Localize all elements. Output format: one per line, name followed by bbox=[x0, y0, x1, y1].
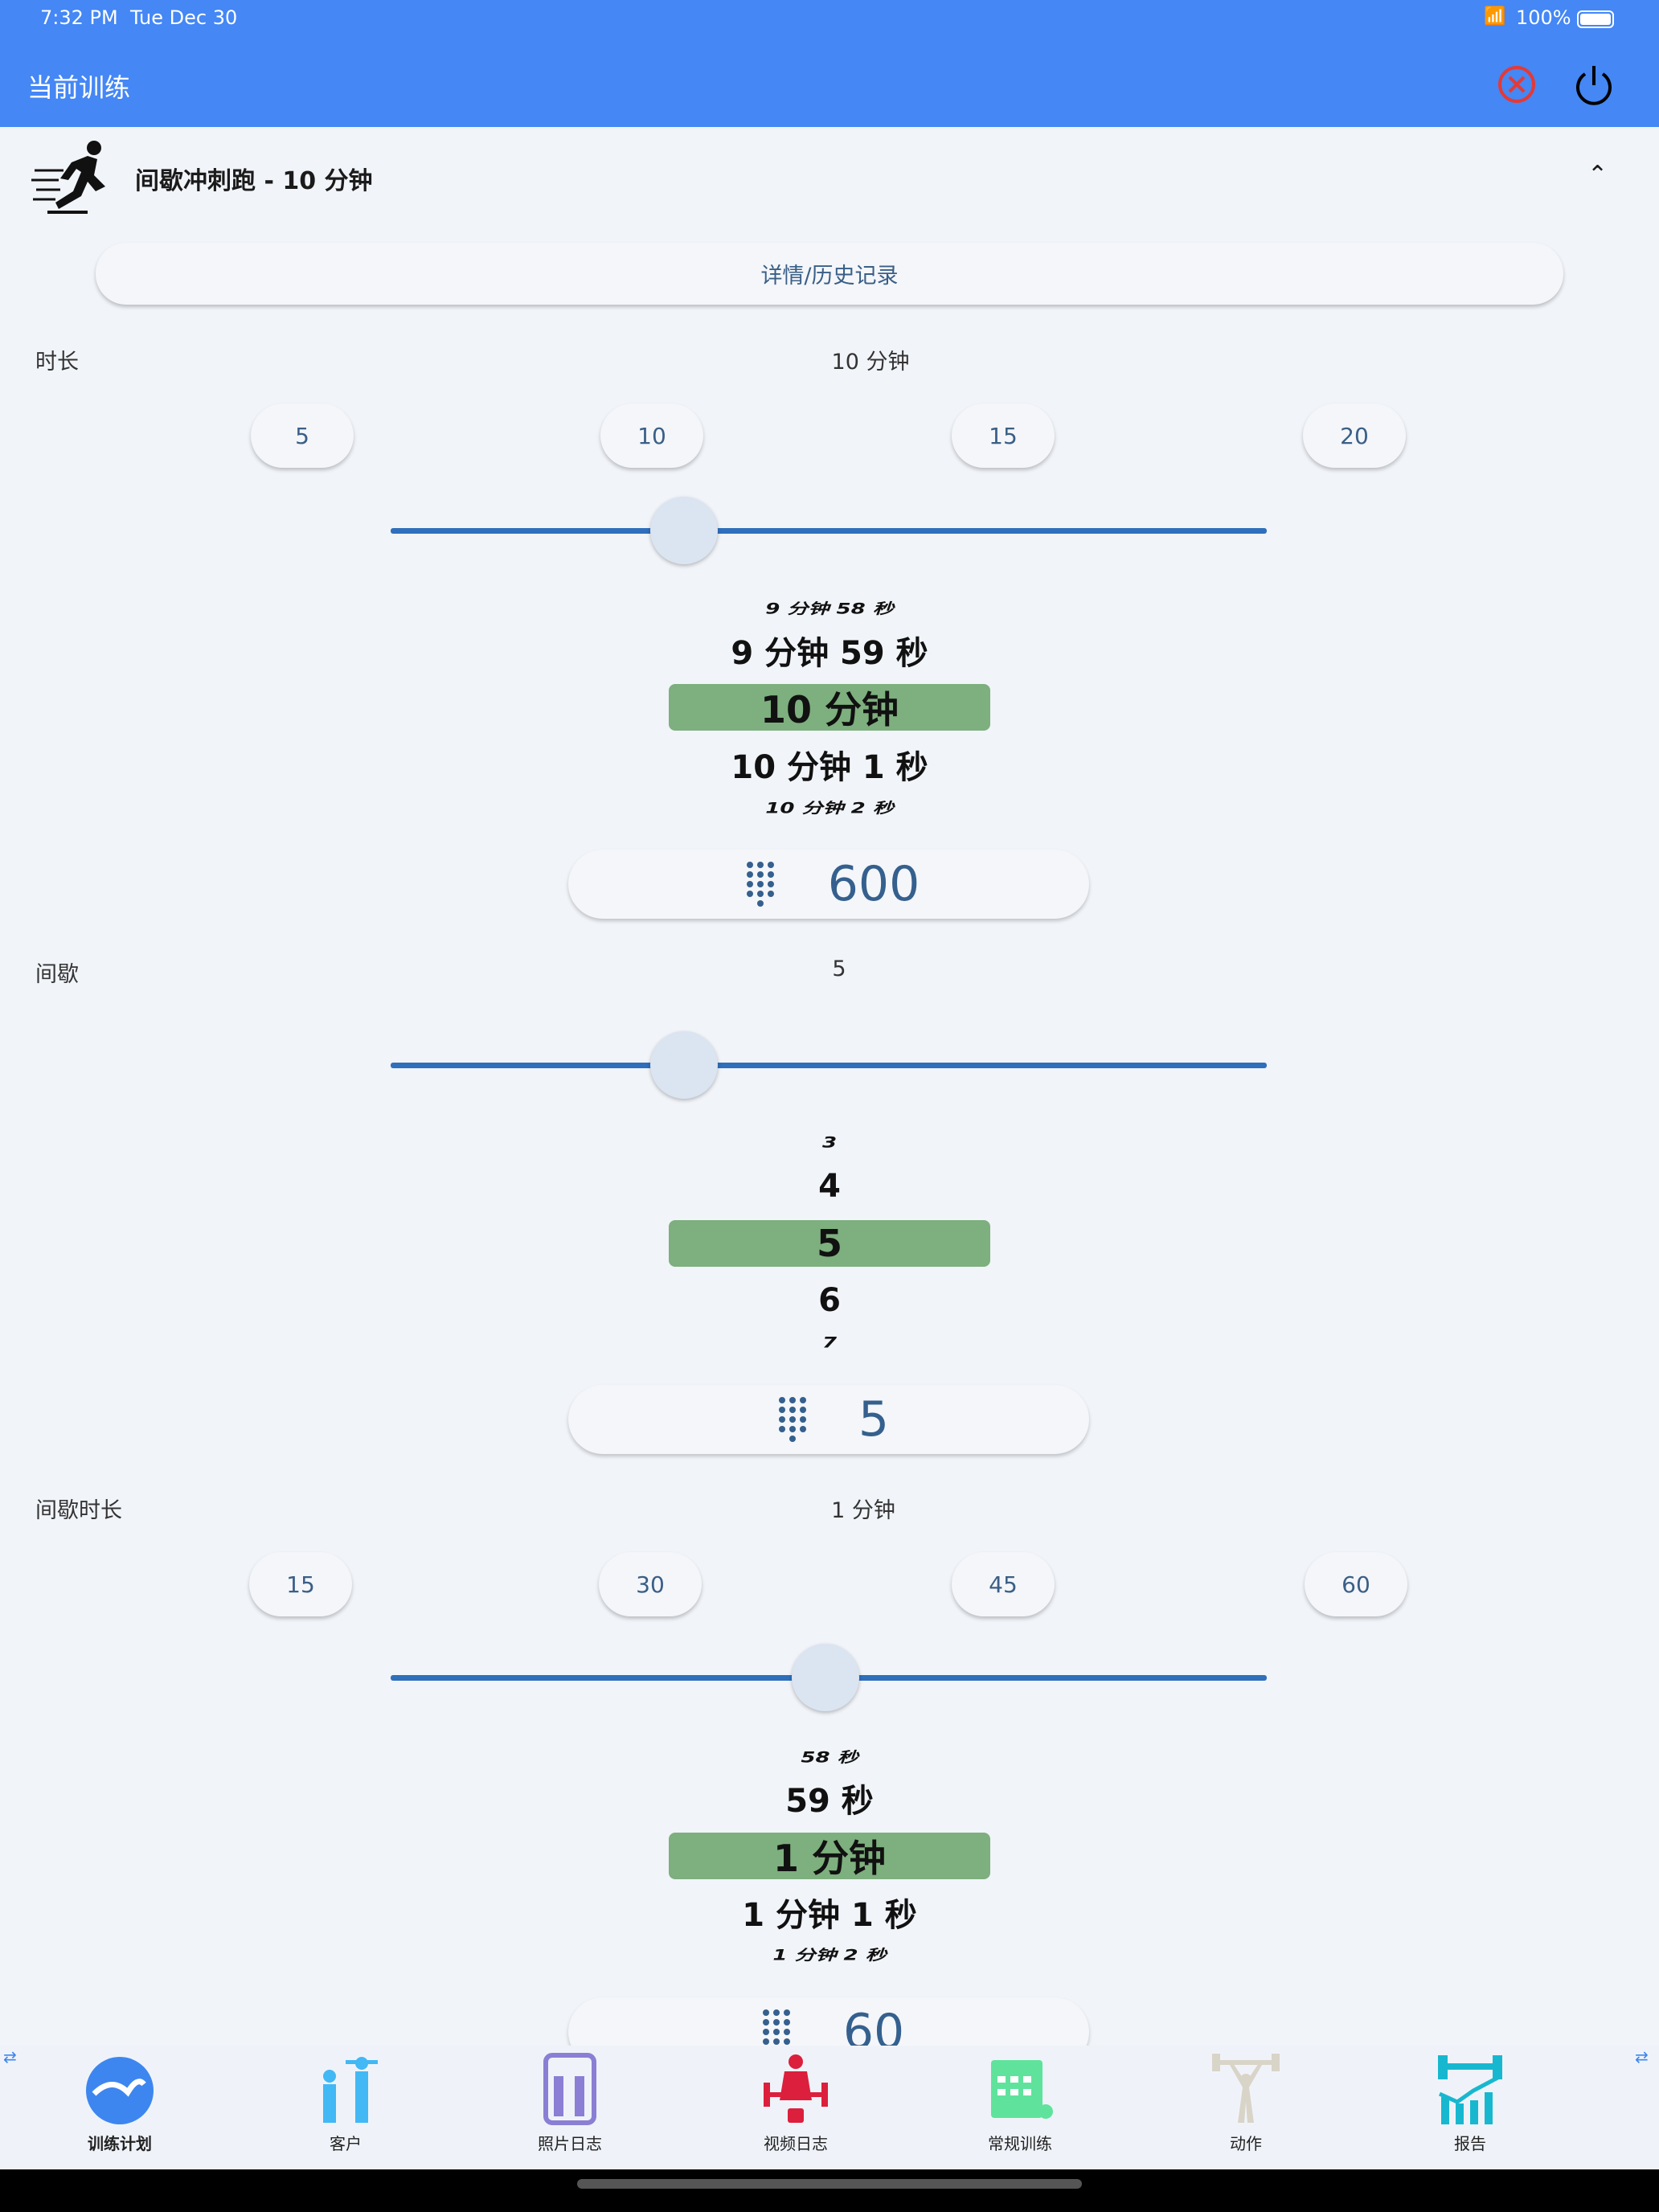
intervals-slider[interactable] bbox=[391, 1063, 1267, 1068]
nav-video-log[interactable]: 视频日志 bbox=[715, 2052, 876, 2154]
intervals-picker-selection bbox=[669, 1220, 990, 1267]
duration-number-input[interactable]: 600 bbox=[568, 850, 1089, 919]
nav-photo-log[interactable]: 照片日志 bbox=[490, 2052, 650, 2154]
nav-training-plan[interactable]: 训练计划 bbox=[39, 2052, 200, 2154]
bottom-navigation: ⇄ ⇄ 训练计划 客户 照片日志 视频日志 常规训练 动作 报告 bbox=[0, 2046, 1659, 2169]
keypad-icon bbox=[747, 862, 775, 907]
duration-chip-15[interactable]: 15 bbox=[952, 403, 1055, 468]
home-indicator[interactable] bbox=[577, 2179, 1082, 2189]
scroll-right-icon[interactable]: ⇄ bbox=[1635, 2047, 1649, 2067]
interval-duration-value: 1 分钟 bbox=[831, 1498, 895, 1523]
picker-item[interactable]: 10 分钟 1 秒 bbox=[731, 749, 928, 786]
duration-slider[interactable] bbox=[391, 528, 1267, 534]
picker-item[interactable]: 6 bbox=[818, 1282, 841, 1319]
duration-slider-thumb[interactable] bbox=[650, 497, 718, 564]
intervals-label: 间歇 bbox=[35, 962, 79, 987]
picker-item[interactable]: 59 秒 bbox=[785, 1783, 874, 1820]
picker-item[interactable]: 1 分钟 2 秒 bbox=[772, 1947, 887, 1964]
intervals-input-value: 5 bbox=[858, 1391, 890, 1448]
picker-item[interactable]: 9 分钟 59 秒 bbox=[731, 635, 928, 672]
wifi-icon: 📶 bbox=[1484, 6, 1506, 27]
picker-item[interactable]: 1 分钟 1 秒 bbox=[742, 1897, 917, 1934]
nav-clients[interactable]: 客户 bbox=[265, 2052, 426, 2154]
sprinter-image bbox=[31, 141, 105, 214]
page-title: 当前训练 bbox=[27, 72, 131, 103]
picker-item[interactable]: 4 bbox=[818, 1168, 841, 1205]
interval-chip-60[interactable]: 60 bbox=[1305, 1552, 1407, 1616]
battery-text: 100% bbox=[1516, 6, 1571, 29]
intervals-value: 5 bbox=[832, 956, 846, 981]
close-workout-icon[interactable] bbox=[1497, 64, 1537, 104]
exercise-title: 间歇冲刺跑 - 10 分钟 bbox=[135, 167, 373, 195]
duration-picker-selection bbox=[669, 684, 990, 731]
intervals-slider-thumb[interactable] bbox=[650, 1031, 718, 1099]
flexed-arm-icon bbox=[80, 2052, 160, 2126]
collapse-chevron-icon[interactable]: ⌃ bbox=[1587, 161, 1608, 189]
interval-chip-15[interactable]: 15 bbox=[249, 1552, 352, 1616]
scroll-left-icon[interactable]: ⇄ bbox=[3, 2047, 17, 2067]
picker-item[interactable]: 9 分钟 58 秒 bbox=[765, 600, 894, 618]
intervals-number-input[interactable]: 5 bbox=[568, 1385, 1089, 1454]
keypad-icon bbox=[779, 1397, 807, 1442]
picker-item[interactable]: 3 bbox=[821, 1134, 838, 1152]
duration-label: 时长 bbox=[35, 350, 79, 375]
system-bar bbox=[0, 2169, 1659, 2212]
photo-log-icon bbox=[530, 2052, 610, 2126]
picker-item[interactable]: 10 分钟 2 秒 bbox=[765, 800, 894, 817]
interval-chip-30[interactable]: 30 bbox=[599, 1552, 702, 1616]
interval-duration-picker-selection bbox=[669, 1833, 990, 1879]
interval-duration-label: 间歇时长 bbox=[35, 1498, 122, 1523]
picker-item[interactable]: 58 秒 bbox=[801, 1749, 858, 1767]
nav-exercises[interactable]: 动作 bbox=[1165, 2052, 1326, 2154]
duration-value: 10 分钟 bbox=[831, 350, 910, 375]
status-time: 7:32 PM bbox=[40, 6, 118, 29]
trainer-client-icon bbox=[305, 2052, 386, 2126]
interval-chip-45[interactable]: 45 bbox=[952, 1552, 1055, 1616]
picker-item-selected[interactable]: 10 分钟 bbox=[760, 688, 899, 731]
weightlifter-video-icon bbox=[756, 2052, 836, 2126]
nav-routine-training[interactable]: 常规训练 bbox=[940, 2052, 1100, 2154]
duration-chip-20[interactable]: 20 bbox=[1303, 403, 1406, 468]
status-date: Tue Dec 30 bbox=[130, 6, 238, 29]
picker-item[interactable]: 7 bbox=[821, 1334, 838, 1352]
lifter-overhead-icon bbox=[1206, 2052, 1286, 2126]
battery-icon bbox=[1577, 10, 1614, 28]
power-icon[interactable] bbox=[1574, 63, 1614, 106]
calendar-icon bbox=[980, 2052, 1060, 2126]
app-header: 7:32 PM Tue Dec 30 📶 100% 当前训练 bbox=[0, 0, 1659, 127]
details-history-button[interactable]: 详情/历史记录 bbox=[96, 243, 1563, 305]
duration-input-value: 600 bbox=[827, 856, 920, 912]
duration-chip-5[interactable]: 5 bbox=[251, 403, 354, 468]
report-chart-icon bbox=[1430, 2052, 1510, 2126]
duration-chip-10[interactable]: 10 bbox=[600, 403, 703, 468]
nav-reports[interactable]: 报告 bbox=[1390, 2052, 1550, 2154]
picker-item-selected[interactable]: 5 bbox=[816, 1222, 842, 1265]
interval-duration-slider-thumb[interactable] bbox=[792, 1644, 859, 1711]
picker-item-selected[interactable]: 1 分钟 bbox=[772, 1837, 887, 1880]
